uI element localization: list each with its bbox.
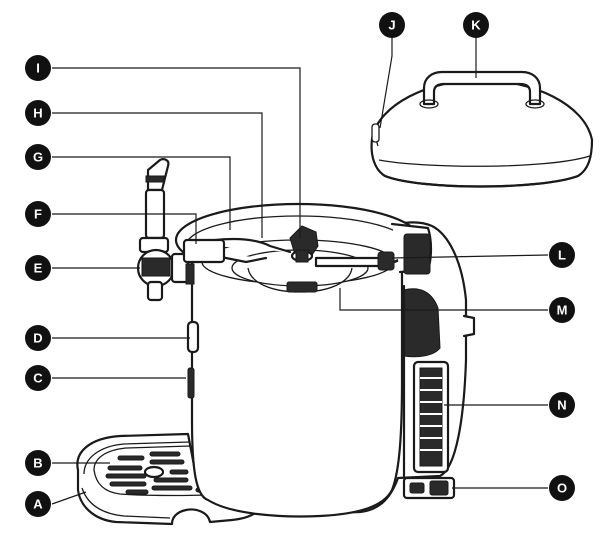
svg-text:O: O — [557, 481, 567, 496]
svg-text:M: M — [557, 303, 568, 318]
label-badge-f: F — [25, 201, 51, 227]
label-badge-m: M — [549, 297, 575, 323]
keg-connector — [289, 225, 319, 263]
label-badge-b: B — [25, 450, 51, 476]
label-badge-j: J — [379, 12, 405, 38]
level-window — [186, 320, 200, 354]
svg-text:D: D — [33, 331, 42, 346]
temperature-display — [412, 360, 450, 474]
svg-text:J: J — [388, 18, 395, 33]
label-badge-n: N — [549, 392, 575, 418]
label-badge-l: L — [549, 242, 575, 268]
svg-text:E: E — [34, 261, 43, 276]
lid-handle — [422, 70, 542, 106]
svg-text:B: B — [33, 456, 42, 471]
lid — [370, 70, 594, 188]
label-badge-d: D — [25, 325, 51, 351]
label-badge-g: G — [25, 144, 51, 170]
drip-tray-grate — [93, 445, 245, 497]
svg-text:C: C — [33, 371, 43, 386]
svg-text:I: I — [36, 61, 40, 76]
svg-text:K: K — [471, 18, 481, 33]
label-badge-i: I — [25, 55, 51, 81]
svg-text:L: L — [558, 248, 566, 263]
label-badge-h: H — [25, 100, 51, 126]
label-badge-k: K — [463, 12, 489, 38]
svg-text:F: F — [34, 207, 42, 222]
vent-grille — [402, 284, 441, 478]
svg-text:N: N — [557, 398, 566, 413]
sight-strip — [187, 367, 195, 399]
label-badge-c: C — [25, 365, 51, 391]
label-badge-o: O — [549, 475, 575, 501]
power-switch — [402, 476, 456, 500]
svg-text:H: H — [33, 106, 42, 121]
label-badge-a: A — [25, 491, 51, 517]
svg-text:G: G — [33, 150, 43, 165]
main-body — [174, 202, 476, 518]
label-badge-e: E — [25, 255, 51, 281]
svg-text:A: A — [33, 497, 43, 512]
